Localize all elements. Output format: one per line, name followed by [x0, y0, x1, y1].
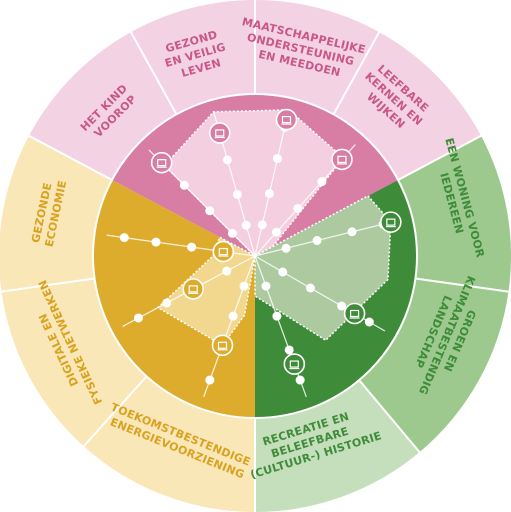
- label-gezond: GEZOND EN VEILIG LEVEN: [160, 26, 235, 84]
- segment-woning: [398, 135, 511, 292]
- score-dot: [281, 243, 291, 253]
- score-dot: [317, 177, 327, 187]
- segment-economie: [0, 135, 112, 292]
- icon-glyph: [337, 155, 347, 163]
- windmill-icon: [211, 334, 234, 357]
- score-dot: [257, 220, 267, 230]
- spoke: [203, 255, 256, 398]
- segment-leefbare: [333, 32, 482, 180]
- icon-badge: [211, 334, 234, 357]
- score-dot: [312, 236, 322, 246]
- score-dot: [228, 311, 238, 321]
- segment-gezond: [130, 0, 255, 115]
- segment-divider: [397, 134, 482, 181]
- score-dot: [133, 313, 143, 323]
- inner-border: [92, 93, 418, 419]
- segment-divider: [130, 31, 178, 115]
- people-icon: [275, 108, 298, 131]
- solar-icon: [182, 278, 204, 300]
- icon-glyph: [215, 129, 225, 137]
- score-dot: [222, 155, 232, 165]
- icon-badge: [150, 151, 173, 174]
- icon-badge: [275, 108, 298, 131]
- score-dot: [264, 189, 274, 199]
- score-dot: [278, 267, 288, 277]
- family-icon: [208, 122, 231, 144]
- segment-kind: [28, 32, 177, 180]
- score-dot: [187, 242, 197, 252]
- score-dot: [284, 345, 294, 355]
- segment-divider: [332, 31, 380, 115]
- icon-badge: [331, 148, 353, 171]
- score-dot: [162, 298, 172, 308]
- score-dot: [119, 233, 129, 243]
- child-icon: [150, 151, 173, 174]
- score-dot: [205, 375, 215, 385]
- score-dot: [347, 227, 357, 237]
- segment-divider: [415, 277, 509, 293]
- icon-glyph: [349, 309, 360, 318]
- segment-digitale: [1, 278, 147, 447]
- score-dot: [261, 281, 271, 291]
- score-dot: [227, 228, 237, 238]
- icon-badge: [380, 211, 402, 233]
- segment-divider: [82, 375, 148, 447]
- icon-glyph: [281, 115, 292, 124]
- score-dot: [337, 301, 347, 311]
- score-dot: [271, 227, 281, 237]
- segment-divider: [358, 379, 421, 453]
- icon-glyph: [386, 218, 396, 226]
- segment-maatschappelijk: [255, 0, 380, 115]
- score-dot: [272, 154, 282, 164]
- network-icon: [212, 240, 235, 263]
- spoke: [254, 219, 401, 257]
- score-dot: [232, 189, 242, 199]
- icon-badge: [182, 278, 204, 300]
- score-dot: [222, 266, 232, 276]
- icon-glyph: [217, 341, 228, 349]
- score-dot: [205, 206, 215, 216]
- score-dot: [151, 237, 161, 247]
- score-dot: [272, 311, 282, 321]
- icon-badge: [343, 302, 366, 325]
- segment-divider: [28, 134, 113, 181]
- icon-glyph: [218, 247, 228, 256]
- icon-badge: [208, 122, 231, 144]
- score-dot: [305, 283, 315, 293]
- score-dot: [295, 375, 305, 385]
- tree-icon: [343, 302, 366, 325]
- score-dot: [241, 220, 251, 230]
- icon-glyph: [289, 360, 299, 368]
- houses-icon: [331, 148, 353, 171]
- icon-badge: [212, 240, 235, 263]
- spoke: [254, 109, 290, 257]
- theme-icons: [150, 108, 402, 375]
- score-dot: [364, 317, 374, 327]
- score-dot: [293, 203, 303, 213]
- icon-badge: [283, 353, 306, 375]
- segment-divider: [1, 277, 95, 293]
- segment-groen: [359, 278, 509, 453]
- score-dot: [239, 281, 249, 291]
- segment-energie: [83, 376, 255, 512]
- label-gezond-text: GEZOND EN VEILIG LEVEN: [160, 26, 235, 84]
- house-icon: [380, 211, 402, 233]
- icon-glyph: [157, 159, 167, 167]
- icon-glyph: [188, 285, 198, 293]
- factory-icon: [283, 353, 306, 375]
- score-dot: [179, 180, 189, 190]
